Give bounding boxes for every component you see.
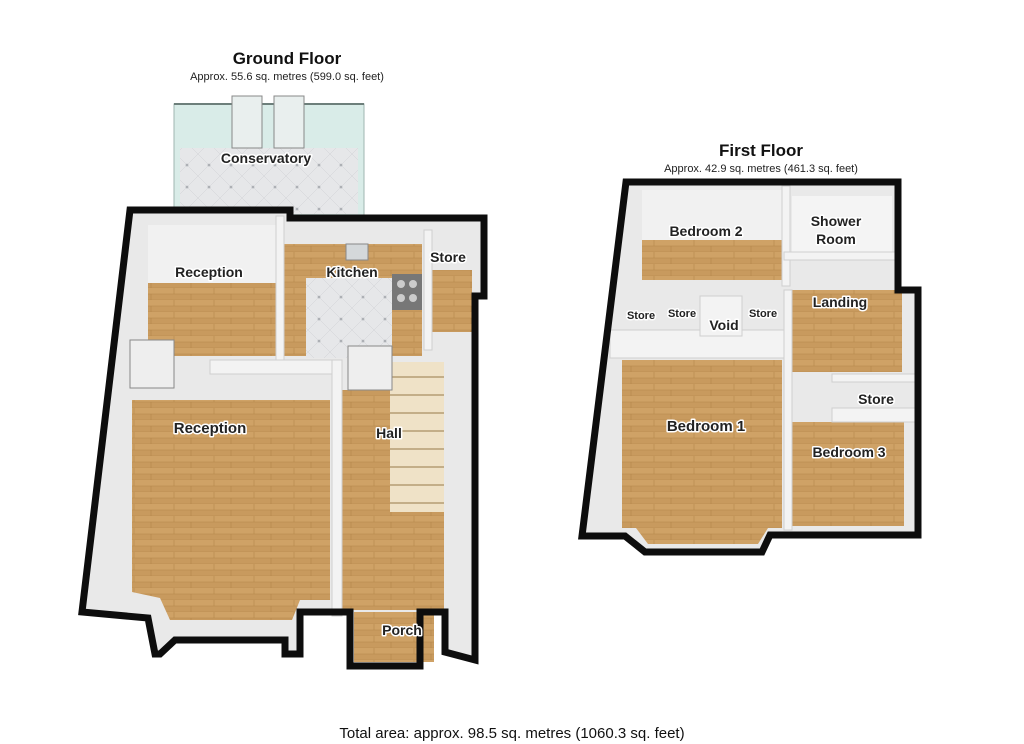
- first-external-walls: [578, 178, 922, 556]
- label-void: Void: [709, 317, 738, 333]
- shower-room-floor: [792, 196, 892, 252]
- label-store-ground: Store: [430, 249, 466, 265]
- label-kitchen: Kitchen: [326, 264, 377, 280]
- label-reception-lower: Reception: [174, 420, 247, 437]
- ground-external-walls: [78, 206, 488, 670]
- label-store-3: Store: [749, 308, 777, 320]
- label-shower-room-2: Room: [816, 231, 856, 247]
- label-bedroom-2: Bedroom 2: [669, 223, 742, 239]
- label-hall: Hall: [376, 425, 402, 441]
- label-store-2: Store: [668, 308, 696, 320]
- ground-floor-title: Ground Floor: [233, 49, 342, 68]
- hall-window-icon: [347, 345, 393, 391]
- first-floor-area: Approx. 42.9 sq. metres (461.3 sq. feet): [664, 163, 858, 175]
- hob-icon: [392, 274, 422, 310]
- first-floor-title: First Floor: [719, 141, 803, 160]
- reception-window-icon: [129, 339, 175, 389]
- label-store-1: Store: [627, 310, 655, 322]
- label-porch: Porch: [382, 622, 422, 638]
- ground-floor-area: Approx. 55.6 sq. metres (599.0 sq. feet): [190, 71, 384, 83]
- label-conservatory: Conservatory: [221, 150, 311, 166]
- bedroom-2-floor: [642, 240, 782, 280]
- first-floor: First Floor Approx. 42.9 sq. metres (461…: [578, 141, 922, 556]
- label-bedroom-3: Bedroom 3: [812, 444, 885, 460]
- first-internal-walls: [609, 185, 919, 531]
- bedroom-1-floor: [622, 360, 782, 544]
- conservatory-door-left: [231, 95, 263, 149]
- total-area: Total area: approx. 98.5 sq. metres (106…: [339, 725, 684, 742]
- label-reception-upper: Reception: [175, 264, 243, 280]
- sink-icon: [345, 243, 369, 261]
- ground-floor: Ground Floor Approx. 55.6 sq. metres (59…: [78, 49, 488, 670]
- kitchen-floor-tile: [306, 278, 392, 358]
- bedroom-3-floor: [792, 422, 904, 526]
- landing-floor: [792, 290, 902, 372]
- ground-internal-walls: [209, 215, 433, 617]
- label-bedroom-1: Bedroom 1: [667, 418, 745, 435]
- label-landing: Landing: [813, 294, 867, 310]
- reception-lower-floor: [132, 400, 330, 620]
- staircase-icon: [390, 362, 444, 512]
- store-floor: [432, 270, 472, 332]
- label-shower-room-1: Shower: [811, 213, 862, 229]
- conservatory-door-right: [273, 95, 305, 149]
- conservatory: [173, 95, 365, 217]
- label-store-4: Store: [858, 391, 894, 407]
